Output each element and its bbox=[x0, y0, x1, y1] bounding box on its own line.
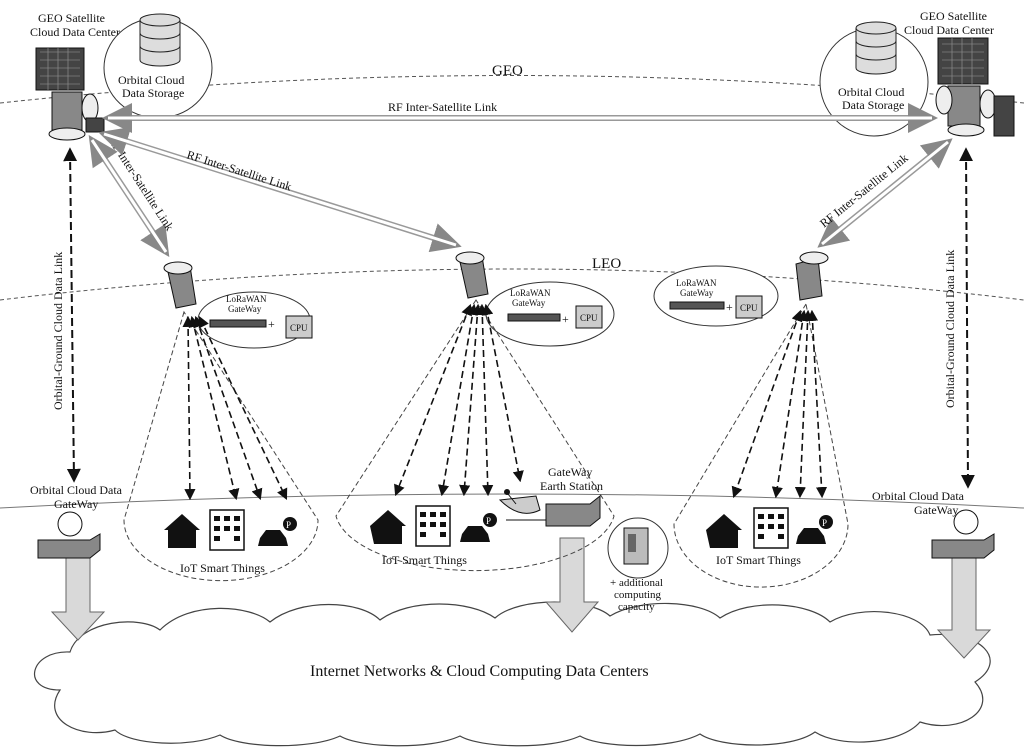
geo-right-storage-1: Orbital Cloud bbox=[838, 85, 904, 99]
car-icon bbox=[460, 526, 490, 542]
iot-group-left: P bbox=[164, 509, 297, 551]
leo-satellite-3 bbox=[795, 251, 829, 301]
cpu-icon bbox=[575, 305, 603, 329]
orbital-ground-link-left-label: Orbital-Ground Cloud Data Link bbox=[51, 252, 65, 410]
rf-link-geo-left-leo2-label: RF Inter-Satellite Link bbox=[185, 148, 293, 194]
cloud-icon bbox=[33, 601, 991, 747]
geo-right-title-2: Cloud Data Center bbox=[904, 23, 994, 37]
svg-text:P: P bbox=[822, 518, 827, 528]
parking-icon: P bbox=[283, 517, 297, 531]
orbital-cloud-gateway-left bbox=[37, 511, 101, 559]
svg-text:P: P bbox=[486, 516, 491, 526]
leo1-gateway-2: GateWay bbox=[228, 304, 262, 314]
iot-left-label: IoT Smart Things bbox=[180, 561, 265, 575]
orbital-ground-link-right-label: Orbital-Ground Cloud Data Link bbox=[943, 250, 957, 408]
beams-center bbox=[394, 303, 524, 497]
leo-satellite-1 bbox=[163, 261, 197, 309]
geo-satellite-right bbox=[935, 37, 1015, 137]
left-gateway-2: GateWay bbox=[54, 497, 98, 511]
earth-station-2: Earth Station bbox=[540, 479, 603, 493]
gateway-device-icon bbox=[209, 319, 267, 328]
house-icon bbox=[164, 514, 200, 548]
orbital-ground-link-right bbox=[959, 147, 975, 489]
gateway-device-icon bbox=[507, 313, 561, 322]
plus-connector: + bbox=[726, 300, 733, 314]
server-icon bbox=[623, 527, 649, 565]
geo-right-storage-2: Data Storage bbox=[842, 98, 904, 112]
leo1-cpu: CPU bbox=[290, 323, 308, 333]
beams-right bbox=[731, 309, 828, 499]
database-icon bbox=[855, 21, 897, 75]
rf-link-geo-right-leo3-label: RF Inter-Satellite Link bbox=[817, 151, 911, 231]
dish-antenna-icon bbox=[498, 489, 560, 521]
leo1-gateway-1: LoRaWAN bbox=[226, 294, 267, 304]
geo-right-title-1: GEO Satellite bbox=[920, 9, 987, 23]
leo3-cpu: CPU bbox=[740, 303, 758, 313]
iot-group-right: P bbox=[706, 507, 833, 549]
geo-orbit-label: GEO bbox=[492, 63, 523, 79]
car-icon bbox=[796, 528, 826, 544]
downlink-arrow-left bbox=[50, 551, 106, 641]
earth-surface bbox=[0, 493, 1024, 509]
leo3-gateway-1: LoRaWAN bbox=[676, 278, 717, 288]
computing-3: capacity bbox=[618, 601, 655, 613]
iot-right-label: IoT Smart Things bbox=[716, 553, 801, 567]
orbital-ground-link-left bbox=[63, 147, 81, 483]
leo-orbit-label: LEO bbox=[592, 256, 621, 272]
geo-left-storage-2: Data Storage bbox=[122, 86, 184, 100]
svg-text:P: P bbox=[286, 520, 291, 530]
gateway-device-icon bbox=[669, 301, 725, 310]
geo-left-storage-1: Orbital Cloud bbox=[118, 73, 184, 87]
right-gateway-2: GateWay bbox=[914, 503, 958, 517]
iot-group-center: P bbox=[370, 505, 497, 547]
satellite-icon bbox=[935, 37, 1015, 137]
satellite-icon bbox=[35, 47, 105, 141]
orbital-cloud-gateway-right bbox=[931, 509, 995, 559]
leo2-gateway-2: GateWay bbox=[512, 298, 546, 308]
computing-2: computing bbox=[614, 589, 662, 601]
leo2-gateway-1: LoRaWAN bbox=[510, 288, 551, 298]
rf-link-geo-right-leo3 bbox=[817, 138, 953, 248]
plus-connector: + bbox=[268, 317, 275, 331]
building-icon bbox=[209, 509, 245, 551]
leo3-gateway-2: GateWay bbox=[680, 288, 714, 298]
computing-1: + additional bbox=[610, 577, 663, 589]
iot-center-label: IoT Smart Things bbox=[382, 553, 467, 567]
car-icon bbox=[258, 530, 288, 546]
cloud-label: Internet Networks & Cloud Computing Data… bbox=[310, 663, 649, 680]
plus-connector: + bbox=[562, 312, 569, 326]
leo-orbit bbox=[0, 268, 1024, 301]
coverage-cone-right bbox=[673, 302, 849, 588]
house-icon bbox=[370, 510, 406, 544]
earth-station-1: GateWay bbox=[548, 465, 592, 479]
database-icon bbox=[139, 13, 181, 67]
parking-icon: P bbox=[819, 515, 833, 529]
downlink-arrow-right bbox=[936, 551, 992, 659]
geo-left-title-1: GEO Satellite bbox=[38, 11, 105, 25]
beams-left bbox=[182, 315, 288, 501]
downlink-arrow-center bbox=[544, 537, 600, 633]
parking-icon: P bbox=[483, 513, 497, 527]
house-icon bbox=[706, 514, 742, 548]
left-gateway-1: Orbital Cloud Data bbox=[30, 483, 123, 497]
right-gateway-1: Orbital Cloud Data bbox=[872, 489, 965, 503]
leo-satellite-2 bbox=[455, 251, 489, 299]
rf-link-geo-left-leo2 bbox=[98, 126, 462, 253]
building-icon bbox=[753, 507, 789, 549]
rf-link-geo-geo-label: RF Inter-Satellite Link bbox=[388, 100, 497, 114]
building-icon bbox=[415, 505, 451, 547]
geo-left-title-2: Cloud Data Center bbox=[30, 25, 120, 39]
leo2-cpu: CPU bbox=[580, 313, 598, 323]
earth-station-building bbox=[545, 494, 601, 527]
coverage-cone-left bbox=[123, 310, 319, 582]
geo-satellite-left bbox=[35, 47, 105, 141]
